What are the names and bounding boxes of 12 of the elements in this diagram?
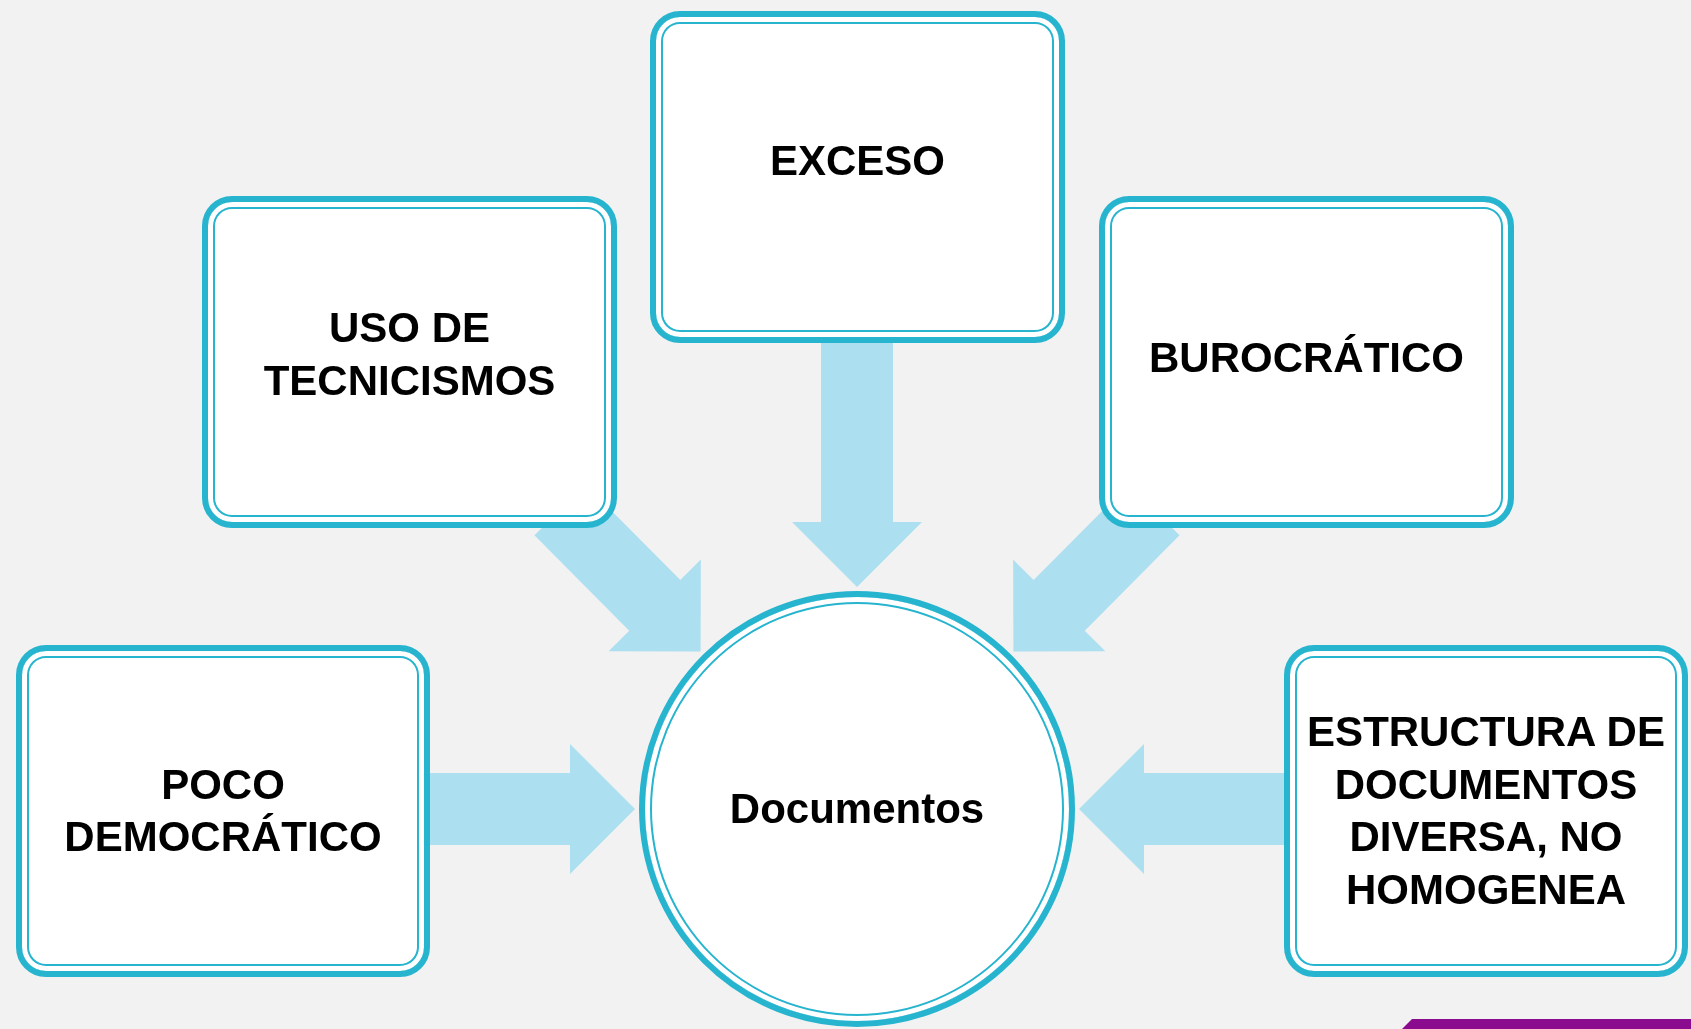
node-label: POCO DEMOCRÁTICO xyxy=(63,759,383,862)
block-arrow xyxy=(1079,744,1284,874)
concept-box xyxy=(202,196,617,528)
concept-box xyxy=(1284,645,1688,977)
concept-box xyxy=(16,645,430,977)
concept-box xyxy=(1099,196,1514,528)
node-label: ESTRUCTURA DE DOCUMENTOS DIVERSA, NO HOMOGENEA xyxy=(1306,707,1666,915)
node-label: USO DE TECNICISMOS xyxy=(262,303,557,406)
concept-box xyxy=(650,11,1065,343)
node-label: EXCESO xyxy=(769,136,946,186)
node-label: BUROCRÁTICO xyxy=(1149,333,1464,383)
node-label: Documentos xyxy=(729,783,985,834)
